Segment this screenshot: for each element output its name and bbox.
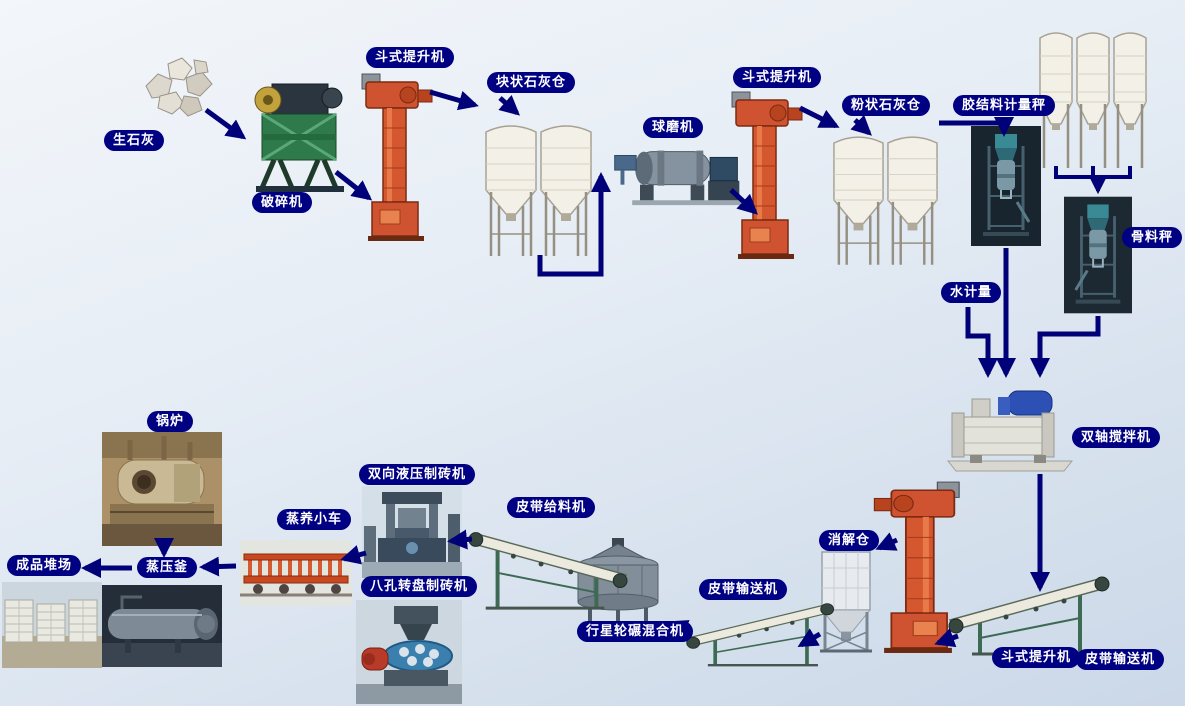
aggregate-scale-image (1064, 196, 1132, 314)
label-planetary-mixer: 行星轮碾混合机 (577, 621, 694, 642)
slaking-silo-icon (820, 551, 872, 653)
ball-mill-image (612, 136, 742, 210)
label-binder-metering-scale: 胶结料计量秤 (953, 95, 1056, 116)
label-twin-shaft-mixer: 双轴搅拌机 (1072, 427, 1161, 448)
belt-conveyor-icon (686, 603, 835, 667)
boiler-icon (102, 432, 222, 546)
label-bucket-elevator-3: 斗式提升机 (992, 647, 1081, 668)
bucket-elevator-icon (361, 73, 433, 241)
steam-curing-cart-image (240, 540, 352, 606)
label-bucket-elevator-2: 斗式提升机 (733, 67, 822, 88)
label-bucket-elevator-1: 斗式提升机 (366, 47, 455, 68)
brick-stacks-icon (2, 582, 102, 668)
belt-feeder-image (462, 516, 630, 614)
belt-conveyor-right-image (946, 560, 1116, 660)
silo-pair-icon (833, 136, 938, 265)
bucket-elevator-1-image (358, 70, 434, 242)
lump-lime-silos-image (483, 112, 593, 264)
twin-shaft-mixer-image (946, 383, 1074, 473)
autoclave-icon (102, 585, 222, 667)
label-steam-curing-cart: 蒸养小车 (277, 509, 352, 530)
powder-lime-silos-image (831, 123, 939, 273)
silo-triple-icon (1039, 32, 1147, 168)
boiler-image (102, 432, 222, 546)
label-crusher: 破碎机 (252, 192, 313, 213)
label-ball-mill: 球磨机 (643, 117, 704, 138)
label-belt-feeder: 皮带给料机 (507, 497, 596, 518)
binder-scale-image (971, 126, 1041, 246)
belt-conveyor-mid-image (684, 590, 840, 670)
label-aggregate-scale: 骨料秤 (1122, 227, 1183, 248)
bucket-elevator-icon (731, 91, 803, 259)
silo-pair-icon (485, 125, 592, 256)
belt-conveyor-icon (948, 576, 1110, 656)
bucket-elevator-2-image (728, 88, 804, 260)
label-boiler: 锅炉 (147, 411, 194, 432)
label-autoclave: 蒸压釜 (137, 557, 198, 578)
curing-cart-icon (240, 540, 352, 606)
rotary-brick-machine-image (356, 600, 462, 704)
label-powder-lime-silo: 粉状石灰仓 (842, 95, 931, 116)
quicklime-rocks-image (138, 52, 220, 124)
belt-conveyor-icon (468, 532, 628, 610)
bucket-elevator-icon (873, 481, 960, 653)
label-lump-lime-silo: 块状石灰仓 (487, 72, 576, 93)
jaw-crusher-icon (254, 83, 344, 192)
mixer-icon (946, 390, 1074, 472)
metering-scale-icon (1064, 196, 1132, 314)
finished-product-yard-image (2, 582, 102, 668)
label-water-metering: 水计量 (941, 282, 1002, 303)
metering-scale-icon (971, 126, 1041, 246)
hydraulic-brick-machine-image (362, 486, 462, 578)
label-rotary-brick-machine: 八孔转盘制砖机 (361, 576, 478, 597)
ball-mill-icon (614, 150, 742, 206)
label-slaking-silo: 消解仓 (819, 530, 880, 551)
aggregate-silos-image (1038, 22, 1148, 172)
bucket-elevator-3-image (872, 478, 964, 654)
label-hydraulic-brick-machine: 双向液压制砖机 (359, 464, 476, 485)
label-belt-conveyor-mid: 皮带输送机 (699, 579, 788, 600)
rocks-icon (145, 57, 213, 117)
rotary-press-icon (356, 600, 462, 704)
label-finished-product-yard: 成品堆场 (7, 555, 82, 576)
label-belt-conveyor-right: 皮带输送机 (1076, 649, 1165, 670)
autoclave-image (102, 585, 222, 667)
jaw-crusher-image (248, 82, 350, 194)
slaking-silo-image (810, 548, 882, 656)
label-quicklime: 生石灰 (104, 130, 165, 151)
brick-press-icon (362, 486, 462, 578)
